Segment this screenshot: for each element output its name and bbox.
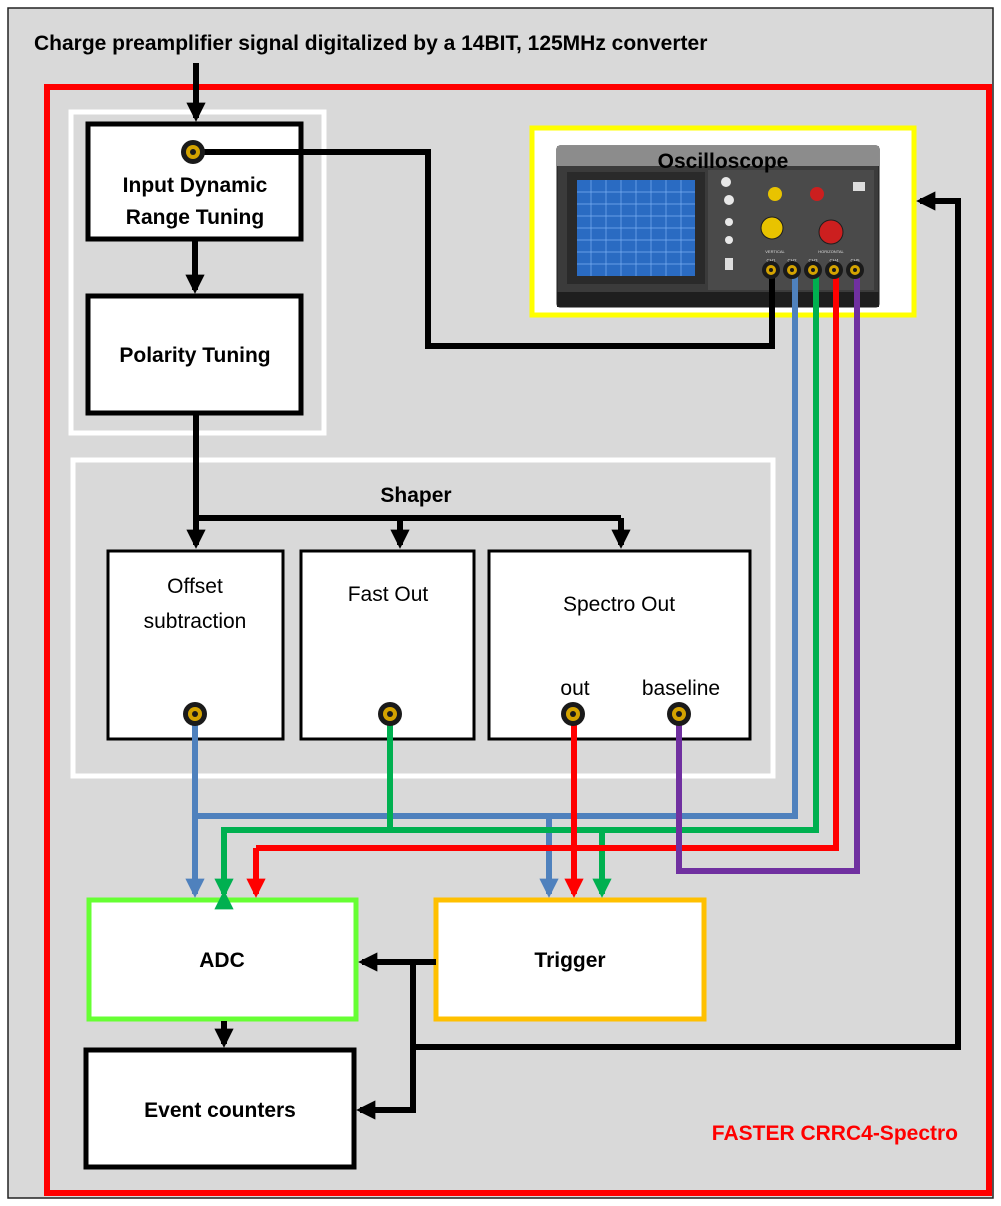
offset-line2: subtraction	[144, 610, 247, 633]
trigger-label: Trigger	[534, 949, 605, 972]
baseline-connector[interactable]	[667, 702, 691, 726]
scope-knob-5[interactable]	[725, 218, 733, 226]
scope-knob-6[interactable]	[725, 236, 733, 244]
input-connector[interactable]	[181, 140, 205, 164]
polarity-tuning-label: Polarity Tuning	[119, 344, 270, 367]
offset-line1: Offset	[167, 575, 223, 598]
scope-knob-1[interactable]	[721, 177, 731, 187]
fast-out-label: Fast Out	[348, 583, 429, 606]
event-counters-label: Event counters	[144, 1099, 296, 1122]
scope-ch3-connector[interactable]	[804, 261, 822, 279]
oscilloscope-label: Oscilloscope	[658, 150, 789, 173]
spectro-baseline-port-label: baseline	[642, 677, 720, 700]
scope-knob-4[interactable]	[724, 195, 734, 205]
spectro-out-port-label: out	[560, 677, 589, 700]
header-title: Charge preamplifier signal digitalized b…	[34, 32, 707, 55]
input-dynamic-line2: Range Tuning	[126, 206, 264, 229]
scope-dial[interactable]	[819, 220, 843, 244]
scope-big-knob[interactable]	[761, 217, 783, 239]
scope-ch1-connector[interactable]	[762, 261, 780, 279]
offset-output-connector[interactable]	[183, 702, 207, 726]
spectro-out-connector[interactable]	[561, 702, 585, 726]
scope-knob-3[interactable]	[810, 187, 824, 201]
shaper-label: Shaper	[380, 484, 451, 507]
scope-ch4-connector[interactable]	[825, 261, 843, 279]
scope-ch5-connector[interactable]	[846, 261, 864, 279]
spectro-out-label: Spectro Out	[563, 593, 675, 616]
input-dynamic-line1: Input Dynamic	[123, 174, 268, 197]
faster-frame-label: FASTER CRRC4-Spectro	[712, 1122, 958, 1145]
scope-knob-2[interactable]	[768, 187, 782, 201]
scope-section-horizontal: HORIZONTAL	[818, 249, 844, 254]
adc-label: ADC	[199, 949, 245, 972]
scope-ch2-connector[interactable]	[783, 261, 801, 279]
fast-out-connector[interactable]	[378, 702, 402, 726]
scope-section-vertical: VERTICAL	[765, 249, 785, 254]
spectro-out-block[interactable]	[489, 551, 750, 739]
